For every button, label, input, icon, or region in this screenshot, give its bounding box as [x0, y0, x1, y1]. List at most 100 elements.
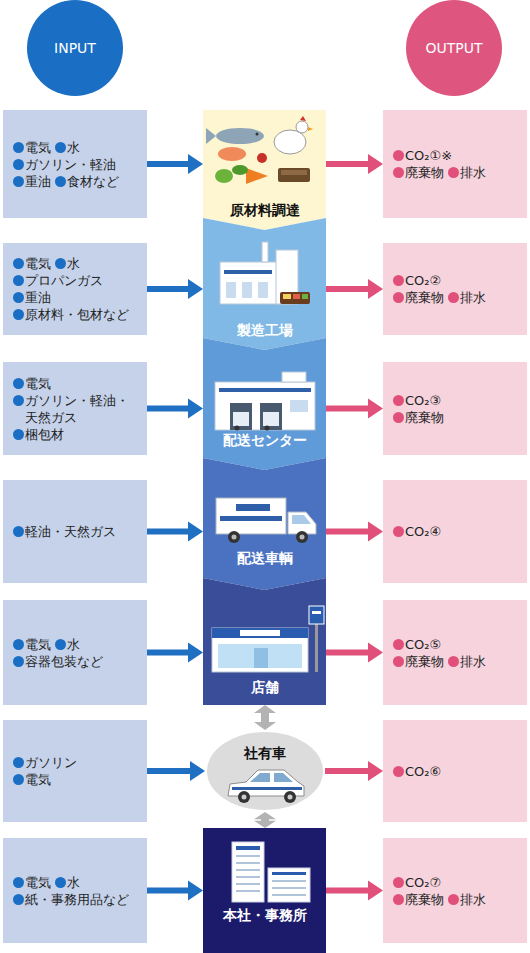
input-box: 電気水容器包装など — [3, 600, 147, 705]
bullet-dot — [13, 656, 24, 667]
bullet-dot — [13, 275, 24, 286]
stage-label: 本社・事務所 — [203, 907, 326, 923]
item-line: CO₂⑦ — [393, 874, 527, 891]
item-text: 排水 — [460, 164, 486, 181]
item-text: ガソリン・軽油・天然ガス — [25, 392, 132, 426]
bullet-item: 廃棄物 — [393, 409, 444, 426]
flow-arrow — [326, 643, 383, 663]
item-line: CO₂⑥ — [393, 763, 527, 780]
bullet-item: 電気 — [13, 255, 51, 272]
bullet-item: ガソリン・軽油・天然ガス — [13, 392, 132, 426]
item-line: 軽油・天然ガス — [13, 523, 147, 540]
item-text: 電気 — [25, 255, 51, 272]
header-circle: INPUT — [27, 0, 123, 96]
bullet-dot — [13, 639, 24, 650]
item-line: 重油食材など — [13, 173, 147, 190]
stage-fill — [203, 578, 326, 705]
bullet-item: 重油 — [13, 173, 51, 190]
bullet-item: 排水 — [448, 289, 486, 306]
item-line: CO₂⑤ — [393, 636, 527, 653]
stage-band: 原材料調達 — [203, 110, 326, 230]
arrow-head — [188, 154, 203, 174]
item-text: 電気 — [25, 636, 51, 653]
item-text: プロパンガス — [25, 272, 103, 289]
bullet-item: 梱包材 — [13, 426, 64, 443]
bullet-dot — [13, 292, 24, 303]
arrow-shaft — [326, 650, 370, 656]
item-line: CO₂③ — [393, 392, 527, 409]
stage-label: 店舗 — [203, 679, 326, 695]
input-box: 電気ガソリン・軽油・天然ガス梱包材 — [3, 362, 147, 455]
item-text: ガソリン・軽油 — [25, 156, 116, 173]
item-line: ガソリン — [13, 754, 147, 771]
output-box: CO₂①※廃棄物排水 — [383, 110, 527, 218]
bullet-dot — [393, 167, 404, 178]
bullet-item: 原材料・包材など — [13, 306, 129, 323]
bullet-item: 軽油・天然ガス — [13, 523, 116, 540]
stage-shape — [203, 458, 326, 590]
flow-arrow — [326, 154, 383, 174]
bullet-dot — [13, 176, 24, 187]
stage-label: 原材料調達 — [203, 202, 326, 218]
bullet-item: 電気 — [13, 375, 51, 392]
item-text: 電気 — [25, 874, 51, 891]
bullet-item: 排水 — [448, 164, 486, 181]
stage-band: 本社・事務所 — [203, 828, 326, 953]
stage-fill — [203, 458, 326, 590]
output-box: CO₂②廃棄物排水 — [383, 243, 527, 335]
output-box: CO₂⑥ — [383, 720, 527, 822]
arrow-head — [188, 399, 203, 419]
bullet-dot — [55, 258, 66, 269]
bullet-item: CO₂⑤ — [393, 636, 441, 653]
item-line: 電気水 — [13, 636, 147, 653]
bullet-dot — [13, 258, 24, 269]
stage-label: 配送車輌 — [203, 550, 326, 566]
bullet-dot — [13, 142, 24, 153]
bullet-item: CO₂⑥ — [393, 763, 441, 780]
circle-fill — [27, 0, 123, 96]
bullet-item: ガソリン・軽油 — [13, 156, 116, 173]
arrow-head — [254, 821, 276, 828]
flow-arrow — [326, 881, 383, 901]
bullet-dot — [55, 639, 66, 650]
bullet-item: CO₂② — [393, 272, 441, 289]
item-text: 食材など — [67, 173, 119, 190]
input-box: 電気水ガソリン・軽油重油食材など — [3, 110, 147, 218]
stage-label: 社有車 — [205, 745, 325, 761]
arrow-shaft — [147, 529, 190, 535]
bullet-item: プロパンガス — [13, 272, 103, 289]
item-line: 電気水 — [13, 255, 147, 272]
item-text: 電気 — [25, 771, 51, 788]
item-text: CO₂⑤ — [405, 636, 441, 653]
flow-arrow — [147, 522, 203, 542]
item-line: ガソリン・軽油 — [13, 156, 147, 173]
bullet-dot — [448, 894, 459, 905]
arrow-shaft — [147, 161, 190, 167]
bullet-item: 電気 — [13, 771, 51, 788]
stage-band: 製造工場 — [203, 218, 326, 350]
arrow-head — [368, 522, 383, 542]
item-line: ガソリン・軽油・天然ガス — [13, 392, 147, 426]
item-text: 廃棄物 — [405, 409, 444, 426]
bullet-item: 電気 — [13, 139, 51, 156]
item-line: 紙・事務用品など — [13, 891, 147, 908]
header-circle: OUTPUT — [406, 0, 502, 96]
item-text: 重油 — [25, 289, 51, 306]
bullet-dot — [13, 378, 24, 389]
item-text: 水 — [67, 139, 80, 156]
stage-band: 店舗 — [203, 578, 326, 705]
flow-arrow — [326, 279, 383, 299]
circle-fill — [406, 0, 502, 96]
stage-shape — [205, 730, 325, 812]
flow-arrow — [147, 643, 203, 663]
bullet-item: CO₂①※ — [393, 147, 452, 164]
bullet-item: 水 — [55, 139, 80, 156]
bullet-dot — [393, 639, 404, 650]
bullet-dot — [13, 395, 24, 406]
arrow-head — [368, 154, 383, 174]
bullet-dot — [393, 275, 404, 286]
item-text: 廃棄物 — [405, 653, 444, 670]
arrow-head — [368, 279, 383, 299]
bullet-item: 電気 — [13, 636, 51, 653]
